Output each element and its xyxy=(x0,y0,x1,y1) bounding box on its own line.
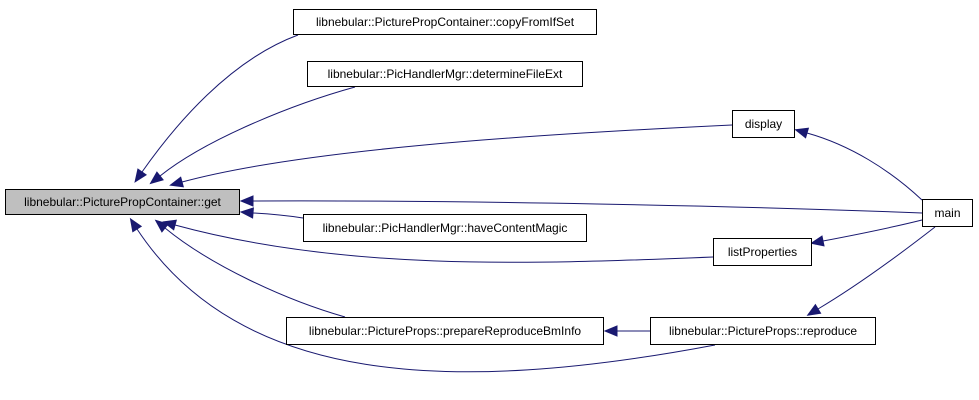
edge-arrowhead xyxy=(809,235,825,247)
edge-main-to-reproduce xyxy=(806,226,936,316)
node-determinefileext[interactable]: libnebular::PicHandlerMgr::determineFile… xyxy=(307,61,583,87)
edge-arrowhead xyxy=(154,219,169,233)
edge-main-to-display xyxy=(794,127,923,201)
edge-copyfromifset-to-get xyxy=(134,34,299,183)
node-listproperties[interactable]: listProperties xyxy=(713,238,812,266)
edge-reproduce-to-get xyxy=(129,217,716,373)
edge-arrowhead xyxy=(134,168,148,183)
edge-determinefileext-to-get xyxy=(149,86,356,185)
edge-arrowhead xyxy=(149,171,164,185)
node-get: libnebular::PicturePropContainer::get xyxy=(5,189,240,215)
edge-arrowhead xyxy=(603,325,618,337)
edge-main-to-listproperties xyxy=(809,219,923,247)
edge-listproperties-to-get xyxy=(162,219,714,263)
edge-arrowhead xyxy=(162,219,177,231)
node-main[interactable]: main xyxy=(922,199,973,227)
node-reproduce[interactable]: libnebular::PictureProps::reproduce xyxy=(650,317,876,345)
node-preparereproducebminfo[interactable]: libnebular::PictureProps::prepareReprodu… xyxy=(286,317,604,345)
edge-arrowhead xyxy=(239,207,254,219)
node-copyfromifset[interactable]: libnebular::PicturePropContainer::copyFr… xyxy=(293,9,597,35)
edge-havecontentmagic-to-get xyxy=(239,207,304,219)
edge-arrowhead xyxy=(239,195,254,207)
edge-main-to-get xyxy=(239,195,923,214)
edge-preparereproducebminfo-to-get xyxy=(154,219,346,318)
edge-reproduce-to-preparereproducebminfo xyxy=(603,325,650,337)
edge-arrowhead xyxy=(794,127,810,139)
edge-arrowhead xyxy=(129,217,143,233)
edge-arrowhead xyxy=(169,176,184,188)
node-display[interactable]: display xyxy=(732,110,795,138)
node-havecontentmagic[interactable]: libnebular::PicHandlerMgr::haveContentMa… xyxy=(303,214,587,242)
edge-display-to-get xyxy=(169,124,733,188)
edge-arrowhead xyxy=(806,303,822,316)
